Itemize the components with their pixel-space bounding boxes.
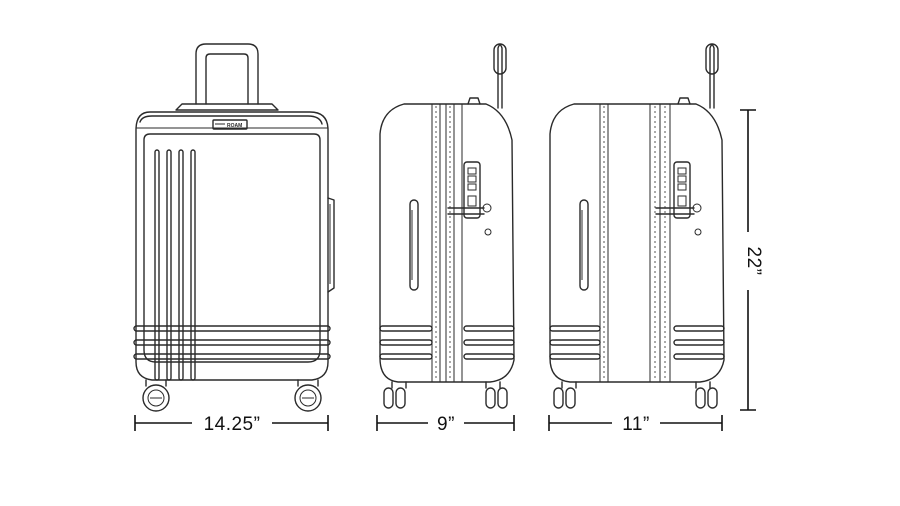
- wide-shell: [549, 103, 725, 383]
- front-view: ROAM: [133, 43, 335, 412]
- telescoping-handle: [175, 43, 279, 111]
- narrow-shell: [379, 103, 515, 383]
- front-bands: [133, 325, 331, 360]
- dimension-width: 14.25”: [134, 414, 329, 435]
- front-shell: [135, 111, 329, 381]
- front-stripes: [154, 149, 196, 381]
- tsa-lock-wide: [655, 161, 702, 236]
- front-wheels: [142, 379, 322, 412]
- depth-narrow-label: 9”: [437, 414, 455, 435]
- tsa-lock: [447, 161, 492, 236]
- side-view-wide: [549, 43, 725, 409]
- width-label: 14.25”: [204, 414, 261, 435]
- wide-wheels: [553, 381, 718, 409]
- wide-bands: [549, 325, 725, 360]
- brand-label: ROAM: [227, 123, 242, 129]
- dimension-depth-narrow: 9”: [376, 414, 515, 435]
- dimension-depth-wide: 11”: [548, 414, 723, 435]
- brand-plate: ROAM: [212, 119, 248, 130]
- zipper-spine: [431, 104, 463, 382]
- zipper-spine-wide: [599, 104, 671, 382]
- narrow-wheels: [383, 381, 508, 409]
- narrow-bands: [379, 325, 515, 360]
- side-view-narrow: [379, 43, 515, 409]
- height-label: 22”: [743, 247, 764, 276]
- dimension-height: 22”: [740, 109, 764, 411]
- side-handle: [327, 197, 335, 293]
- depth-wide-label: 11”: [622, 414, 650, 435]
